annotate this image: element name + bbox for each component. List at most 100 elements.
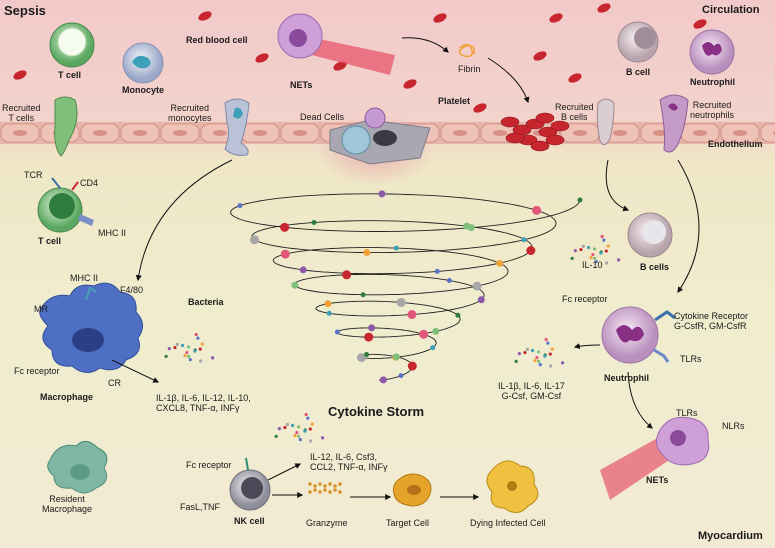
label-tcr: TCR bbox=[24, 170, 43, 180]
endothelial-nucleus bbox=[253, 130, 267, 136]
region-endothelium: Endothelium bbox=[708, 139, 763, 149]
red-blood-cell bbox=[198, 11, 212, 21]
label-mr: MR bbox=[34, 304, 48, 314]
granzyme-dot bbox=[313, 484, 317, 488]
label-t-cell-tissue: T cell bbox=[38, 236, 62, 246]
b-cell-circulation bbox=[617, 21, 659, 63]
cytokine-dot bbox=[185, 350, 189, 355]
storm-dot bbox=[378, 190, 386, 198]
storm-dot bbox=[496, 259, 504, 267]
label-dying-cell: Dying Infected Cell bbox=[470, 518, 546, 528]
storm-dot bbox=[407, 310, 417, 320]
cytokine-dot bbox=[183, 354, 187, 358]
storm-dot bbox=[472, 281, 482, 291]
cytokine-dot bbox=[592, 247, 597, 251]
label-b-cell-circ: B cell bbox=[626, 67, 651, 77]
clot-rbc bbox=[505, 132, 525, 144]
cytokine-dot bbox=[293, 434, 297, 438]
granzyme-dot bbox=[328, 490, 332, 494]
storm-dot bbox=[407, 361, 417, 371]
red-blood-cell bbox=[533, 51, 547, 61]
label-resident-macrophage: Resident Macrophage bbox=[42, 494, 93, 514]
cytokine-dot bbox=[523, 350, 527, 355]
label-fc-receptor-neu: Fc receptor bbox=[562, 294, 608, 304]
label-nk-cytokines: IL-12, IL-6, Csf3, CCL2, TNF-α, INFγ bbox=[310, 452, 388, 472]
cytokine-dot bbox=[593, 256, 597, 260]
cytokine-dot bbox=[298, 437, 302, 442]
granzyme-dot bbox=[333, 488, 337, 492]
storm-dot bbox=[249, 235, 259, 245]
cytokine-dot bbox=[538, 362, 542, 367]
neutrophil-circulation bbox=[689, 29, 735, 75]
region-sepsis: Sepsis bbox=[4, 3, 46, 18]
cytokine-dot bbox=[198, 347, 202, 351]
cytokine-dot bbox=[303, 429, 307, 433]
red-blood-cell bbox=[549, 13, 563, 23]
endothelial-nucleus bbox=[693, 130, 707, 136]
nets-bottom-art bbox=[600, 416, 710, 500]
cytokine-dot bbox=[173, 345, 177, 350]
monocyte-circulation bbox=[122, 42, 164, 84]
storm-dot bbox=[342, 270, 352, 280]
cytokine-dot bbox=[530, 348, 535, 353]
granzyme-dot bbox=[338, 482, 342, 486]
label-neutrophil-tissue: Neutrophil bbox=[604, 373, 649, 383]
cytokine-dot bbox=[274, 434, 278, 438]
nk-cell-art bbox=[229, 457, 271, 511]
region-myocardium: Myocardium bbox=[698, 530, 763, 542]
storm-line bbox=[230, 193, 581, 381]
cytokine-dot bbox=[199, 359, 203, 363]
label-mac-cytokines: IL-1β, IL-6, IL-12, IL-10, CXCL8, TNF-α,… bbox=[156, 393, 251, 413]
label-mhc2-mac: MHC II bbox=[70, 273, 98, 283]
storm-dot bbox=[577, 197, 583, 203]
label-nk-cell: NK cell bbox=[234, 516, 265, 526]
cytokine-dot bbox=[187, 354, 191, 358]
dead-cells-art bbox=[315, 107, 435, 186]
storm-dot bbox=[280, 249, 290, 259]
label-macrophage: Macrophage bbox=[40, 392, 94, 402]
label-red-blood-cell: Red blood cell bbox=[186, 35, 248, 45]
cytokine-dot bbox=[321, 436, 325, 440]
red-blood-cell bbox=[433, 13, 447, 23]
storm-dot bbox=[379, 376, 387, 384]
cytokine-dot bbox=[537, 359, 541, 363]
label-t-cell-circ: T cell bbox=[58, 70, 82, 80]
cytokine-dot bbox=[186, 345, 191, 349]
storm-dot bbox=[324, 300, 332, 308]
storm-dot bbox=[280, 222, 290, 232]
red-blood-cell bbox=[13, 70, 27, 80]
storm-dot bbox=[393, 245, 399, 251]
cytokine-dot bbox=[579, 247, 583, 252]
granzyme-dot bbox=[323, 484, 327, 488]
clot-rbc bbox=[535, 112, 555, 124]
cytokine-dot bbox=[594, 259, 598, 264]
cytokine-dot bbox=[549, 364, 553, 368]
cytokine-dot bbox=[211, 356, 215, 360]
t-cell-circulation bbox=[49, 22, 95, 68]
clot-rbc bbox=[550, 120, 570, 132]
cytokine-dot bbox=[544, 337, 548, 342]
cytokine-dot bbox=[570, 256, 574, 260]
storm-dot bbox=[363, 249, 371, 257]
cytokine-dot bbox=[606, 244, 610, 248]
cytokine-dot bbox=[550, 347, 554, 351]
red-blood-cell bbox=[255, 53, 269, 63]
cytokine-dot bbox=[517, 352, 521, 356]
red-blood-cell bbox=[693, 19, 707, 29]
endothelial-nucleus bbox=[133, 130, 147, 136]
endothelial-nucleus bbox=[733, 130, 747, 136]
storm-dot bbox=[455, 312, 461, 318]
endothelial-nucleus bbox=[213, 130, 227, 136]
label-neu-cytokines: IL-1β, IL-6, IL-17 G-Csf, GM-Csf bbox=[498, 381, 565, 401]
endothelial-nucleus bbox=[493, 130, 507, 136]
cytokine-dot bbox=[573, 249, 577, 253]
label-monocyte: Monocyte bbox=[122, 85, 165, 95]
label-cr: CR bbox=[108, 378, 121, 388]
neutrophil-tissue-art bbox=[601, 306, 676, 364]
storm-dot bbox=[532, 205, 542, 215]
storm-dot bbox=[364, 332, 374, 342]
label-bacteria: Bacteria bbox=[188, 297, 224, 307]
cytokine-dot bbox=[308, 427, 312, 431]
cytokine-dot bbox=[591, 252, 595, 257]
